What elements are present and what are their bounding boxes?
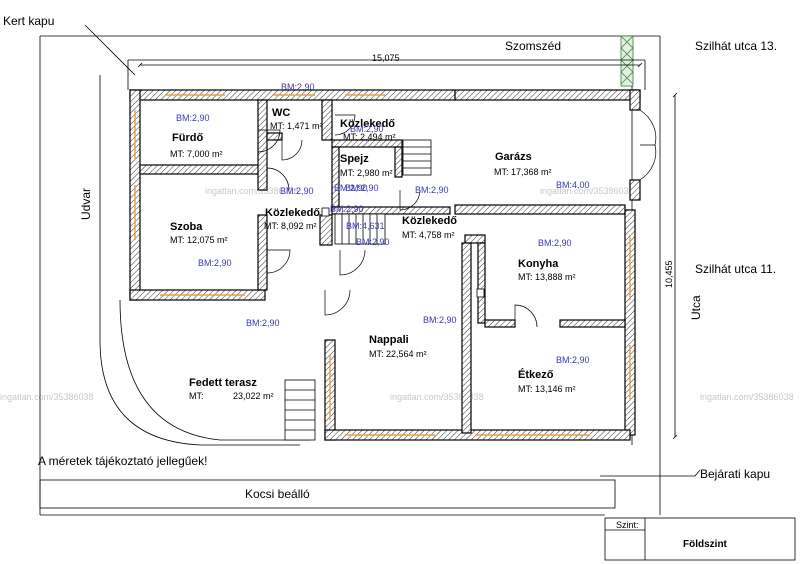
watermark: ingatlan.com/35386038 [205, 186, 299, 196]
room-name: Nappali [369, 334, 409, 346]
room-area: 23,022 m² [233, 391, 274, 401]
room-area: MT: 22,564 m² [369, 349, 427, 359]
dimension-right [672, 92, 678, 440]
room-height: BM:2,90 [198, 258, 232, 268]
szint-label: Szint: [616, 520, 639, 530]
kert-kapu-pointer [84, 24, 136, 76]
dimension-top-label: 15,075 [372, 53, 400, 63]
room-height: BM:2,90 [556, 355, 590, 365]
room-area: MT: 2,494 m² [343, 132, 396, 142]
chimney [321, 207, 330, 217]
room-height: BM:2,90 [415, 185, 449, 195]
room-etkezo: BM:2,90 Étkező MT: 13,146 m² [518, 355, 590, 394]
neighbor-label: Szomszéd [505, 39, 561, 53]
room-height: BM:2,90 [280, 186, 314, 196]
kert-kapu-label: Kert kapu [3, 14, 54, 28]
dimension-right-label: 10,455 [664, 260, 674, 288]
room-name: Étkező [518, 368, 554, 381]
room-konyha: BM:2,90 Konyha MT: 13,888 m² [518, 238, 576, 282]
watermarks: ingatlan.com/35386038 ingatlan.com/35386… [0, 186, 794, 402]
watermark: ingatlan.com/35386038 [700, 392, 794, 402]
room-spejz: Spejz MT: 2,980 m² BM:2,90 [334, 153, 393, 193]
stairs-garage [402, 139, 432, 176]
driveway [39, 479, 616, 509]
street-label: Utca [689, 295, 703, 320]
stairs-center [334, 213, 386, 245]
room-name: Közlekedő [340, 118, 395, 130]
room-szoba: Szoba MT: 12,075 m² BM:2,90 [170, 221, 232, 268]
title-block: Szint: Földszint [604, 517, 796, 561]
room-area: MT: 13,888 m² [518, 272, 576, 282]
room-name: Közlekedő [265, 207, 320, 219]
room-area: MT: 12,075 m² [170, 235, 228, 245]
stairs-terrace [284, 379, 316, 441]
room-area-prefix: MT: [189, 391, 204, 401]
ceiling-height-label: BM:2,90 [345, 183, 379, 193]
room-name: Fedett terasz [189, 377, 257, 389]
ceiling-height-label: BM:4,631 [346, 221, 385, 231]
room-name: Fürdő [172, 132, 203, 144]
room-nappali: BM:2,90 Nappali MT: 22,564 m² [369, 315, 457, 359]
ceiling-height-label: BM:2,90 [356, 237, 390, 247]
room-name: Szoba [170, 221, 203, 233]
watermark: ingatlan.com/35386038 [540, 186, 634, 196]
room-wc: BM:2,90 WC MT: 1,471 m² [270, 82, 323, 131]
room-area: MT: 8,092 m² [264, 221, 317, 231]
inner-walls [139, 99, 626, 434]
room-area: MT: 17,368 m² [494, 167, 552, 177]
address-11-label: Szilhát utca 11. [695, 262, 776, 276]
room-height: BM:4,00 [556, 180, 590, 190]
room-height: BM:2,90 [334, 183, 368, 193]
room-name: WC [272, 107, 290, 119]
room-area: MT: 1,471 m² [270, 121, 323, 131]
room-kozlekedo-1: Közlekedő BM:2,90 MT: 2,494 m² [340, 118, 396, 142]
room-area: MT: 4,758 m² [402, 230, 455, 240]
driveway-label: Kocsi beálló [245, 487, 310, 501]
room-name: Konyha [518, 258, 559, 270]
room-name: Spejz [340, 153, 369, 165]
doors [257, 109, 657, 328]
dimension-top [137, 62, 643, 68]
room-garazs: Garázs MT: 17,368 m² BM:4,00 [494, 151, 590, 190]
entrance-gate-label: Bejárati kapu [700, 467, 770, 481]
room-name: Közlekedő [402, 215, 457, 227]
chimney [476, 288, 485, 298]
windows [134, 94, 631, 436]
ceiling-height-label: BM:2,90 [330, 204, 364, 214]
room-fedett-terasz: BM:2,90 Fedett terasz MT: 23,022 m² [189, 318, 280, 401]
szint-value: Földszint [683, 539, 728, 550]
room-height: BM:2,90 [538, 238, 572, 248]
room-height: BM:2,90 [176, 113, 210, 123]
room-height: BM:2,90 [246, 318, 280, 328]
room-kozlekedo-2: BM:2,90 Közlekedő MT: 8,092 m² [264, 186, 320, 231]
watermark: ingatlan.com/35386038 [0, 392, 94, 402]
room-furdo: BM:2,90 Fürdő MT: 7,000 m² [170, 113, 223, 159]
room-height: BM:2,90 [350, 124, 384, 134]
room-height: BM:2,90 [423, 315, 457, 325]
room-area: MT: 13,146 m² [518, 384, 576, 394]
room-area: MT: 2,980 m² [340, 168, 393, 178]
room-height: BM:2,90 [281, 82, 315, 92]
watermark: ingatlan.com/35386038 [390, 392, 484, 402]
room-name: Garázs [495, 151, 532, 163]
room-area: MT: 7,000 m² [170, 149, 223, 159]
disclaimer-note: A méretek tájékoztató jellegűek! [38, 454, 207, 468]
yard-label: Udvar [79, 188, 93, 220]
address-13-label: Szilhát utca 13. [695, 39, 777, 53]
room-kozlekedo-3: BM:2,90 Közlekedő MT: 4,758 m² [402, 185, 457, 240]
